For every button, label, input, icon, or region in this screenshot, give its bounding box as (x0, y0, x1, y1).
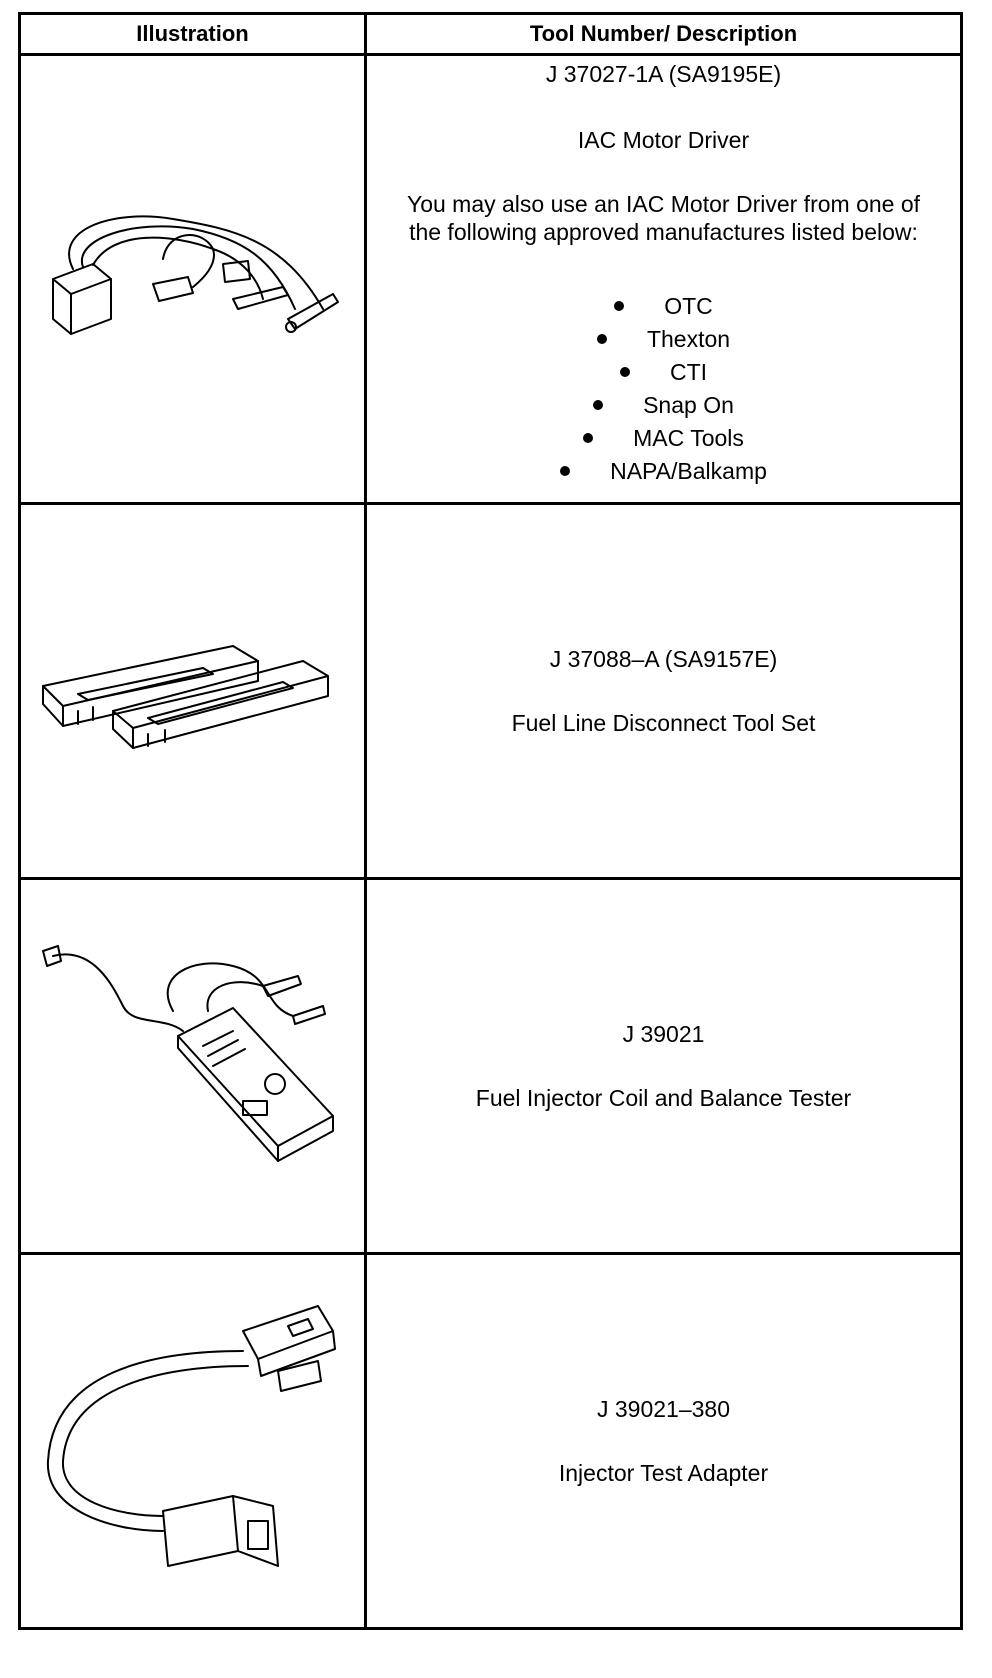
header-description: Tool Number/ Description (364, 12, 963, 56)
tools-table: Illustration Tool Number/ Description (18, 12, 963, 1630)
bullet-icon (596, 333, 607, 344)
illustration-cell (18, 502, 367, 880)
note-line: You may also use an IAC Motor Driver fro… (406, 191, 921, 217)
tool-number: J 37088–A (SA9157E) (549, 646, 778, 672)
tool-name: Fuel Line Disconnect Tool Set (511, 710, 816, 736)
table-row: J 37027-1A (SA9195E) IAC Motor Driver Yo… (18, 53, 963, 505)
list-item: MAC Tools (367, 422, 960, 455)
illustration-cell (18, 877, 367, 1255)
description-cell: J 39021 Fuel Injector Coil and Balance T… (364, 877, 963, 1255)
manufacturer-list: OTC Thexton CTI Snap On MAC Tools NAPA/B… (367, 290, 960, 488)
list-item: Thexton (367, 323, 960, 356)
tool-number: J 39021–380 (596, 1396, 730, 1422)
tool-number: J 37027-1A (SA9195E) (545, 61, 782, 87)
note-line: the following approved manufactures list… (409, 219, 918, 245)
table-row: J 39021–380 Injector Test Adapter (18, 1252, 963, 1630)
injector-test-adapter-icon (46, 1305, 336, 1567)
injector-tester-icon (41, 945, 334, 1162)
header-row: Illustration Tool Number/ Description (18, 12, 963, 56)
iac-motor-driver-icon (51, 215, 339, 335)
table-row: J 37088–A (SA9157E) Fuel Line Disconnect… (18, 502, 963, 880)
bullet-icon (560, 465, 571, 476)
illustration-cell (18, 53, 367, 505)
illustration-cell (18, 1252, 367, 1630)
description-cell: J 39021–380 Injector Test Adapter (364, 1252, 963, 1630)
table-row: J 39021 Fuel Injector Coil and Balance T… (18, 877, 963, 1255)
bullet-icon (593, 399, 604, 410)
bullet-icon (583, 432, 594, 443)
tool-name: IAC Motor Driver (577, 127, 750, 153)
tool-name: Fuel Injector Coil and Balance Tester (475, 1085, 852, 1111)
header-illustration: Illustration (18, 12, 367, 56)
description-cell: J 37027-1A (SA9195E) IAC Motor Driver Yo… (364, 53, 963, 505)
list-item: OTC (367, 290, 960, 323)
list-item: NAPA/Balkamp (367, 455, 960, 488)
bullet-icon (619, 366, 630, 377)
list-item: Snap On (367, 389, 960, 422)
tool-number: J 39021 (622, 1021, 705, 1047)
tool-name: Injector Test Adapter (558, 1460, 769, 1486)
fuel-line-disconnect-tool-icon (41, 645, 329, 749)
list-item: CTI (367, 356, 960, 389)
bullet-icon (614, 300, 625, 311)
description-cell: J 37088–A (SA9157E) Fuel Line Disconnect… (364, 502, 963, 880)
